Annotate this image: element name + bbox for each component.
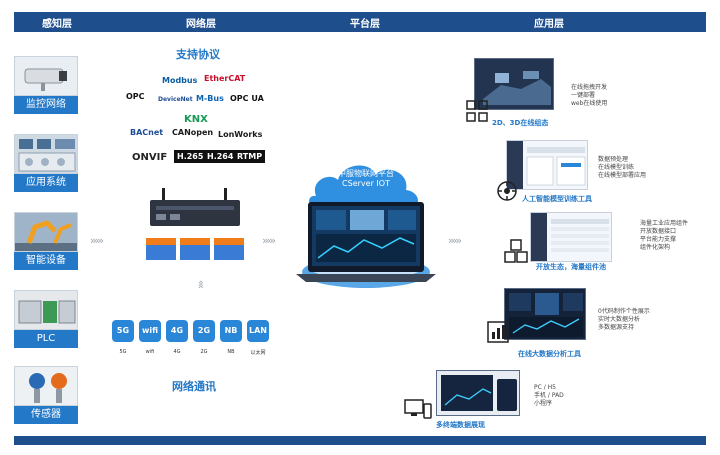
protocol-devicenet: DeviceNet [158,96,193,103]
flow-arrow-comm-gateway: ››› [194,281,207,289]
protocol-lonworks: LonWorks [218,130,263,139]
protocol-onvif: ONVIF [132,152,168,163]
perception-label: PLC [14,330,78,348]
app-desc-line: 海量工业应用组件 [640,220,689,227]
gateway-hardware-image [140,186,250,280]
protocol-canopen: CANopen [172,128,214,137]
perception-label: 应用系统 [14,174,78,192]
app-desc-line: 在线模型部署应用 [598,172,647,179]
protocol-h264: H.264 [204,150,237,163]
protocol-ethercat: EtherCAT [204,74,246,83]
perception-label: 监控网络 [14,96,78,114]
protocol-logos: Modbus EtherCAT OPC DeviceNet M-Bus OPC … [122,66,280,172]
comm-label: NB [227,349,235,355]
comm-label: 5G [119,349,127,355]
app-title-components: 开放生态，海量组件池 [536,263,606,271]
protocol-title: 支持协议 [176,48,220,61]
comm-label: 2G [200,349,208,355]
app-screenshot-components [530,212,612,262]
app-desc-line: 开放数据接口 [640,228,677,235]
app-desc-line: 在线模型训练 [598,164,635,171]
perception-label: 智能设备 [14,252,78,270]
comm-4g-icon: 4G [166,320,188,342]
comm-ethernet-icon: LAN [247,320,269,342]
comm-5g-icon: 5G [112,320,134,342]
app-desc-bigdata: 0代码制作个性展示 实时大数据分析 多数据源支持 [598,308,650,332]
header-network: 网络层 [186,19,216,30]
app-desc-line: 在线拖拽开发 [571,84,608,91]
perception-item-plc: PLC [14,290,78,348]
app-desc-line: 实时大数据分析 [598,316,641,323]
platform-name-cn: 中服物联网平台 [338,169,394,178]
app-desc-line: 一键部署 [571,92,596,99]
plc-icon [14,290,78,330]
app-desc-multiterminal: PC / H5 手机 / PAD 小程序 [534,384,564,408]
flow-arrow-perception-network: ››››› [90,234,104,247]
footer-bar [14,436,706,445]
app-title-multiterminal: 多终端数据展现 [436,421,485,429]
protocol-modbus: Modbus [162,76,198,85]
app-desc-line: 小程序 [534,400,553,407]
protocol-bacnet: BACnet [130,128,164,137]
protocol-mbus: M-Bus [196,94,224,103]
robot-arm-icon [14,212,78,252]
comm-title: 网络通讯 [172,380,216,393]
app-desc-line: 组件化架构 [640,244,671,251]
perception-item-sensor: 传感器 [14,366,78,424]
app-desc-line: 0代码制作个性展示 [598,308,650,315]
flow-arrow-platform-application: ››››› [448,234,462,247]
app-desc-line: 平台能力支撑 [640,236,677,243]
comm-2g-icon: 2G [193,320,215,342]
header-perception: 感知层 [42,19,72,30]
perception-label: 传感器 [14,406,78,424]
camera-icon [14,56,78,96]
protocol-rtmp: RTMP [234,150,266,163]
app-desc-line: 数据预处理 [598,156,629,163]
component-cubes-icon [502,238,530,270]
app-screenshot-bigdata [504,288,586,340]
app-desc-line: PC / H5 [534,384,556,391]
platform-name-en: CServer IOT [342,179,390,188]
header-bar: 感知层 网络层 平台层 应用层 [14,12,706,32]
app-desc-line: 手机 / PAD [534,392,564,399]
flow-arrow-network-platform: ››››› [262,234,276,247]
app-desc-line: 多数据源支持 [598,324,635,331]
comm-label: 4G [173,349,181,355]
comm-label: wifi [145,349,155,355]
app-title-scada: 2D、3D在线组态 [492,119,549,127]
app-desc-ai: 数据预处理 在线模型训练 在线模型部署应用 [598,156,646,180]
perception-item-monitor: 监控网络 [14,56,78,114]
ai-model-icon [496,180,518,206]
protocol-knx: KNX [184,114,208,125]
protocol-opc-ua: OPC UA [230,94,264,103]
app-screenshot-ai [506,140,588,190]
app-desc-scada: 在线拖拽开发 一键部署 web在线使用 [571,84,607,108]
header-application: 应用层 [534,19,564,30]
app-desc-line: web在线使用 [571,100,608,107]
app-desc-components: 海量工业应用组件 开放数据接口 平台能力支撑 组件化架构 [640,220,688,252]
perception-item-smart-device: 智能设备 [14,212,78,270]
app-title-ai: 人工智能模型训练工具 [522,195,592,203]
protocol-opc: OPC [126,92,145,101]
grid-apps-icon [466,100,488,126]
app-title-bigdata: 在线大数据分析工具 [518,350,581,358]
perception-item-system: 应用系统 [14,134,78,192]
header-platform: 平台层 [350,19,380,30]
comm-nb-icon: NB [220,320,242,342]
protocol-h265: H.265 [174,150,207,163]
comm-wifi-icon: wifi [139,320,161,342]
app-screenshot-multiterminal [436,370,520,416]
multi-device-icon [404,398,432,424]
bar-chart-icon [486,320,510,348]
comm-label: 以太网 [250,350,266,356]
control-panel-icon [14,134,78,174]
sensor-icon [14,366,78,406]
platform-illustration [286,150,446,304]
